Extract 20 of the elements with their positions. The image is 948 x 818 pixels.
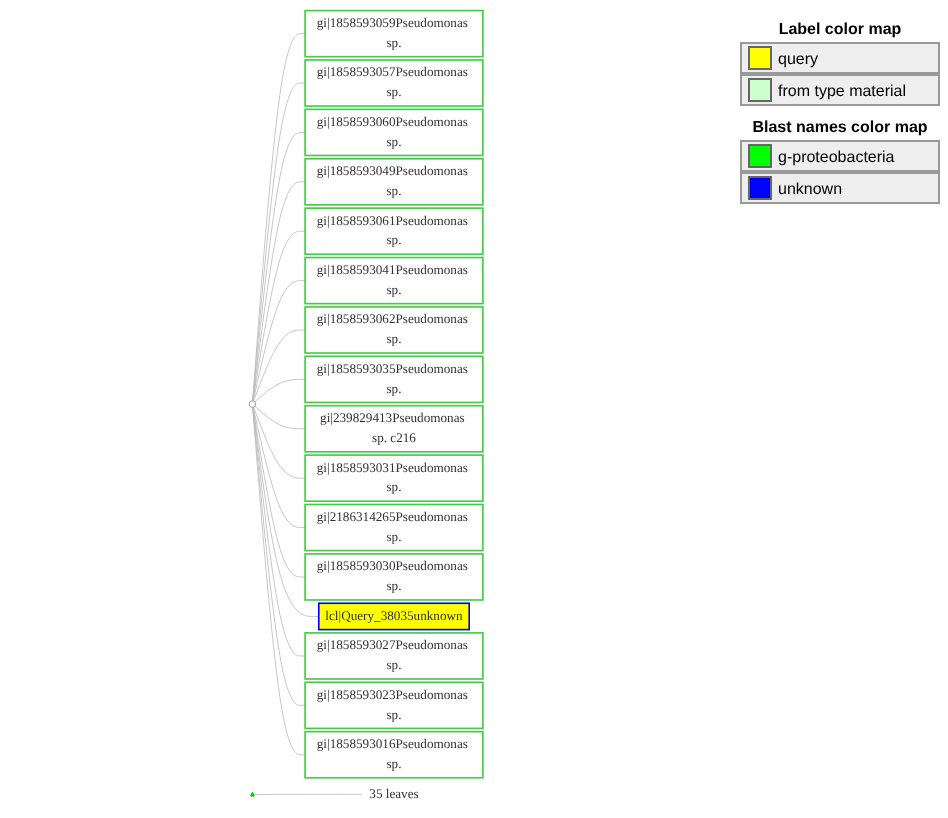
legend-label: from type material — [778, 81, 907, 99]
connector — [252, 406, 306, 528]
legend-heading: Blast names color map — [750, 118, 930, 136]
legend-label: query — [778, 49, 819, 67]
connector — [252, 280, 306, 402]
connector — [252, 406, 320, 617]
connector — [252, 406, 306, 657]
connector — [254, 405, 306, 430]
node-circle — [248, 400, 257, 408]
connector — [252, 132, 306, 402]
legend-label: unknown — [778, 179, 843, 197]
legend-heading: Label color map — [776, 20, 904, 38]
legend-label: g-proteobacteria — [778, 147, 895, 165]
connector — [254, 378, 306, 403]
connector — [253, 793, 364, 796]
connector — [252, 230, 306, 402]
connector — [252, 181, 306, 402]
connector — [253, 406, 306, 479]
connector — [253, 329, 306, 402]
connector — [252, 406, 306, 578]
